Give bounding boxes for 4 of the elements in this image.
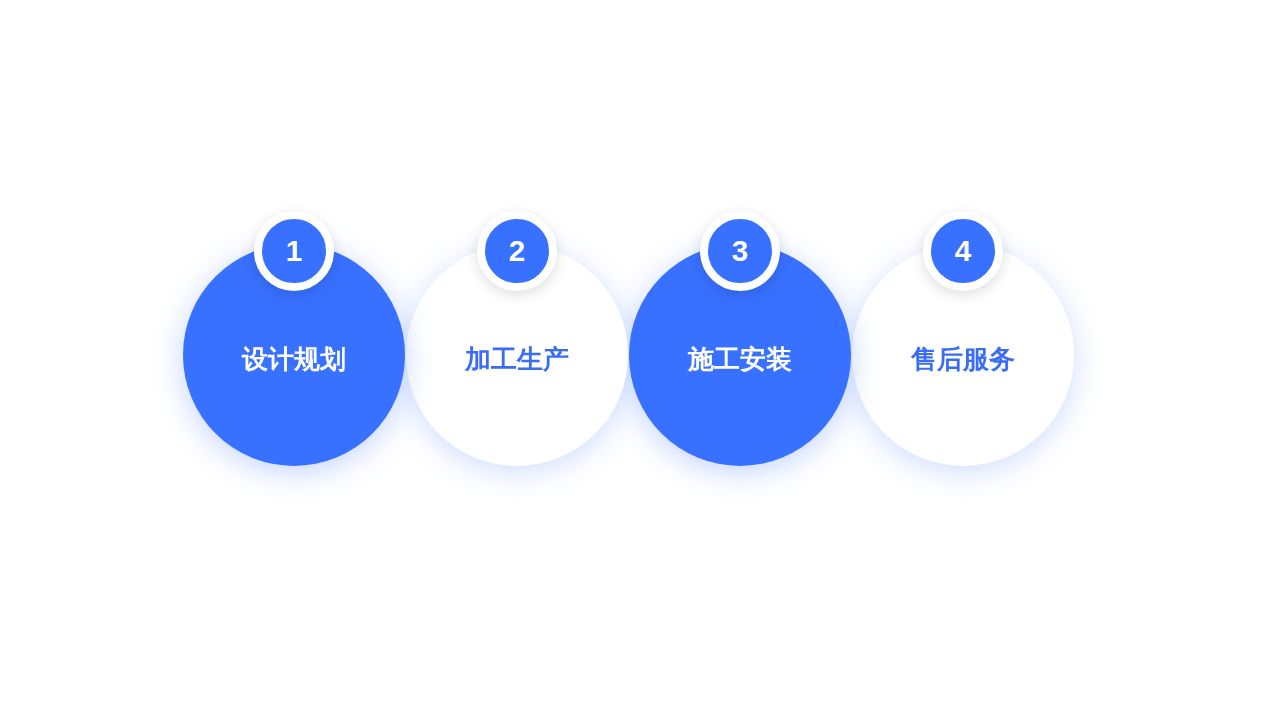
step-label: 设计规划	[242, 344, 346, 374]
step-label: 售后服务	[911, 344, 1015, 374]
step-label: 加工生产	[465, 344, 569, 374]
step-label: 施工安装	[688, 344, 792, 374]
